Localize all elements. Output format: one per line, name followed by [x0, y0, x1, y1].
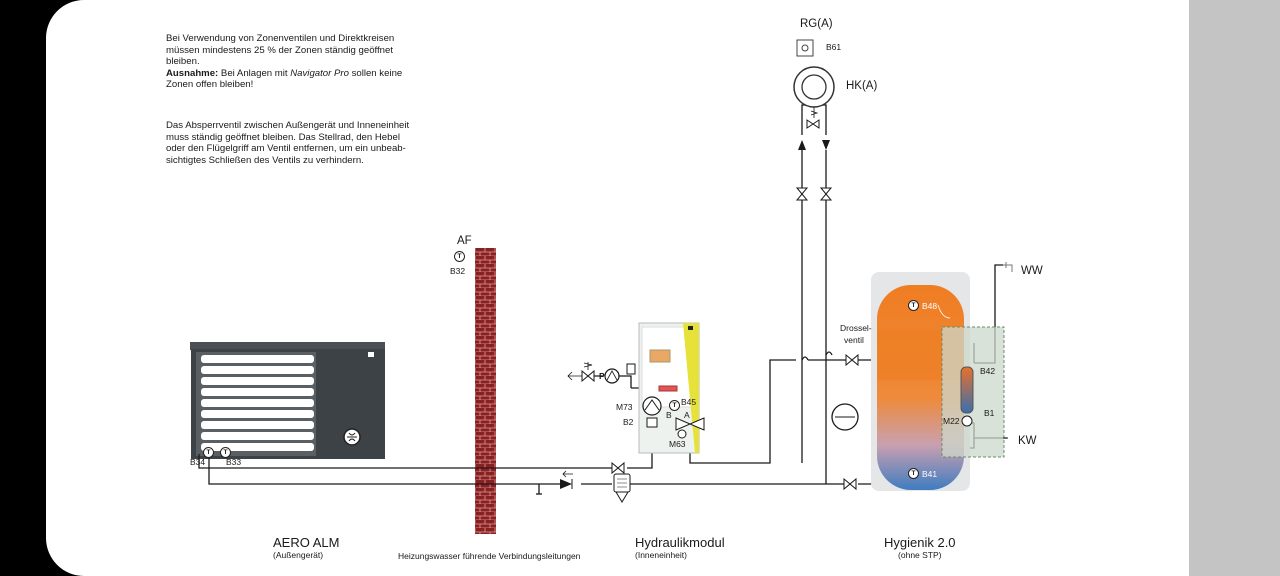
buffer-pump: [831, 403, 859, 431]
label-p: P: [599, 371, 605, 381]
caption-hydro-sub: (Inneneinheit): [635, 550, 687, 560]
outdoor-unit: [190, 342, 385, 459]
exception-label: Ausnahme:: [166, 67, 219, 79]
flow-sensor-b2: [646, 417, 658, 428]
label-valve-b: B: [666, 410, 672, 420]
sensor-b48: T: [908, 300, 919, 311]
note-line: Bei Verwendung von Zonenventilen und Dir…: [166, 33, 395, 44]
label-m63: M63: [669, 439, 686, 449]
hydraulic-module: [638, 322, 700, 454]
brick-wall: [475, 248, 496, 534]
room-controller: [796, 39, 814, 57]
check-valve: [560, 470, 573, 489]
caption-hygienik-title: Hygienik 2.0: [884, 535, 956, 550]
expansion-vessel: [626, 363, 636, 375]
shutoff-valve-note: Das Absperrventil zwischen Außengerät un…: [166, 120, 456, 166]
caption-hydro: Hydraulikmodul (Inneneinheit): [635, 535, 725, 560]
caption-hydro-title: Hydraulikmodul: [635, 535, 725, 550]
note-line: oder den Flügelgriff am Ventil entfernen…: [166, 143, 406, 155]
flow-arrow-up: [798, 140, 806, 150]
schematic-sheet: Bei Verwendung von Zonenventilen und Dir…: [46, 0, 1189, 576]
zone-valve-note: Bei Verwendung von Zonenventilen und Dir…: [166, 33, 456, 91]
caption-hygienik: Hygienik 2.0 (ohne STP): [884, 535, 956, 560]
caption-pipes-text: Heizungswasser führende Verbindungsleitu…: [398, 551, 581, 561]
label-b1: B1: [984, 408, 995, 418]
label-b33: B33: [226, 457, 242, 467]
pump-m73: [642, 396, 662, 416]
exception-line: Ausnahme: Bei Anlagen mit Navigator Pro …: [166, 68, 456, 80]
heating-circuit-radiator-icon: [793, 66, 835, 108]
water-tap-icon: [1003, 262, 1013, 272]
hydraulic-schematic: [190, 39, 1013, 534]
label-rg: RG(A): [800, 18, 833, 30]
sensor-b41: T: [908, 468, 919, 479]
label-drossel-2: ventil: [844, 335, 864, 345]
note-line: muss ständig geöffnet bleiben. Das Stell…: [166, 131, 400, 143]
label-b61: B61: [826, 42, 842, 52]
product-name: Navigator Pro: [290, 67, 349, 79]
shutoff-valves: [581, 119, 859, 491]
note-line: bleiben.: [166, 56, 200, 68]
pump-p: [604, 368, 620, 384]
heat-exchanger: [960, 366, 974, 414]
note-line: Zonen offen bleiben!: [166, 79, 254, 91]
label-b32: B32: [450, 266, 466, 276]
sensor-b45: T: [669, 400, 680, 411]
dirt-filter: [613, 473, 631, 503]
heater-element: [658, 385, 678, 392]
sensor-af: T: [454, 251, 465, 262]
exception-text: sollen keine: [348, 67, 403, 79]
circulation-pump-m22: [961, 415, 973, 427]
right-sidebar: [1189, 0, 1280, 576]
label-kw: KW: [1018, 435, 1037, 447]
label-b45: B45: [681, 397, 697, 407]
label-ww: WW: [1021, 265, 1043, 277]
flow-arrow-down: [822, 140, 830, 150]
three-way-valve-m63: [675, 417, 705, 439]
label-m22: M22: [943, 416, 960, 426]
label-drossel-1: Drossel-: [840, 323, 872, 333]
label-b2: B2: [623, 417, 634, 427]
note-line: müssen mindestens 25 % der Zonen ständig…: [166, 44, 394, 56]
caption-pipes: Heizungswasser führende Verbindungsleitu…: [398, 551, 580, 561]
label-b34: B34: [190, 457, 206, 467]
sensor-b33: T: [220, 447, 231, 458]
label-valve-a: A: [684, 410, 690, 420]
label-m73: M73: [616, 402, 633, 412]
caption-aero: AERO ALM (Außengerät): [273, 535, 339, 560]
label-b42: B42: [980, 366, 996, 376]
note-line: sichtigtes Schließen des Ventils zu verh…: [166, 154, 364, 166]
label-af: AF: [457, 235, 472, 247]
caption-hygienik-sub: (ohne STP): [898, 550, 942, 560]
exception-text: Bei Anlagen mit: [218, 67, 291, 79]
label-hk: HK(A): [846, 80, 878, 92]
caption-aero-sub: (Außengerät): [273, 550, 324, 560]
outdoor-unit-louvers: [201, 355, 314, 451]
caption-aero-title: AERO ALM: [273, 535, 340, 550]
sensor-b34: T: [203, 447, 214, 458]
label-b41: B41: [922, 469, 938, 479]
label-b48: B48: [922, 301, 938, 311]
note-line: Das Absperrventil zwischen Außengerät un…: [166, 120, 410, 131]
